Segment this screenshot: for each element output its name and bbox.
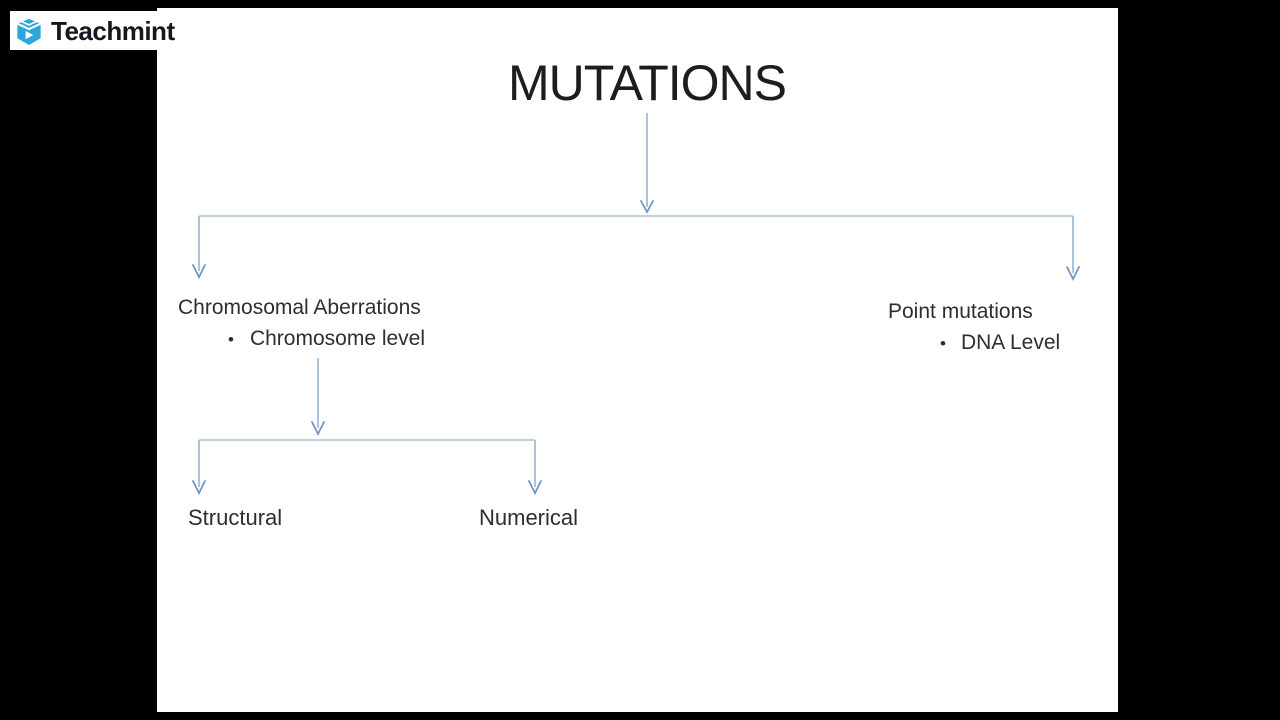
node-chromosomal-aberrations: Chromosomal Aberrations • Chromosome leve… (178, 295, 425, 353)
slide-canvas (157, 8, 1118, 712)
node-point-mutations: Point mutations • DNA Level (888, 299, 1060, 357)
slide-title: MUTATIONS (507, 55, 787, 111)
bullet-dot: • (228, 330, 234, 350)
point-label: Point mutations (888, 300, 1033, 323)
teachmint-book-play-icon (16, 18, 42, 46)
chromosomal-sub-label: Chromosome level (249, 327, 426, 351)
point-sub-item: • DNA Level (888, 330, 1060, 356)
node-numerical: Numerical (479, 505, 579, 530)
teachmint-logo: Teachmint (10, 11, 196, 50)
bullet-dot: • (940, 334, 946, 354)
chromosomal-sub-item: • Chromosome level (178, 326, 425, 352)
point-sub-label: DNA Level (960, 331, 1061, 355)
chromosomal-label: Chromosomal Aberrations (178, 296, 421, 319)
node-structural: Structural (188, 505, 283, 530)
teachmint-wordmark: Teachmint (51, 15, 175, 46)
